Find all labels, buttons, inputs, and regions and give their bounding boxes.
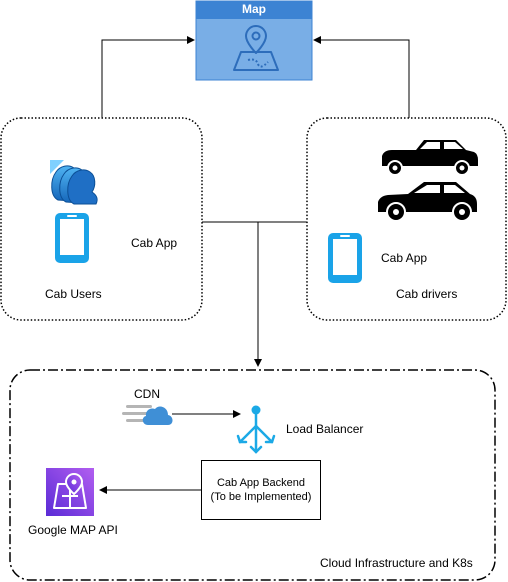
cab-app-backend-box: Cab App Backend (To be Implemented) [201, 460, 321, 520]
cab-users-icon [50, 160, 98, 205]
cab-users-group-label: Cab Users [45, 287, 102, 301]
map-icon [233, 25, 279, 71]
google-map-api-icon [46, 468, 94, 516]
cdn-label: CDN [134, 387, 160, 401]
cab-users-app-label: Cab App [131, 236, 178, 250]
cab-drivers-group-label: Cab drivers [396, 287, 458, 301]
cloud-infrastructure-boundary [9, 369, 496, 581]
map-block [195, 0, 313, 81]
connectors [99, 36, 410, 494]
drivers-to-map-arrow [313, 36, 410, 118]
load-balancer-label: Load Balancer [286, 422, 364, 436]
cab-users-phone-icon [55, 213, 89, 263]
backend-label-line1: Cab App Backend [216, 477, 306, 489]
cdn-cloud-icon [122, 405, 173, 425]
users-to-map-arrow [101, 36, 195, 118]
cab-drivers-container [306, 117, 507, 321]
map-title: Map [242, 2, 266, 16]
cloud-boundary-label: Cloud Infrastructure and K8s [320, 556, 473, 570]
car-icon [378, 182, 477, 222]
cab-drivers-app-label: Cab App [381, 251, 428, 265]
load-balancer-icon [236, 405, 276, 454]
car-icon [382, 140, 478, 176]
google-map-api-label: Google MAP API [28, 523, 118, 537]
backend-label-line2: (To be Implemented) [210, 491, 312, 503]
cab-drivers-phone-icon [328, 233, 362, 283]
